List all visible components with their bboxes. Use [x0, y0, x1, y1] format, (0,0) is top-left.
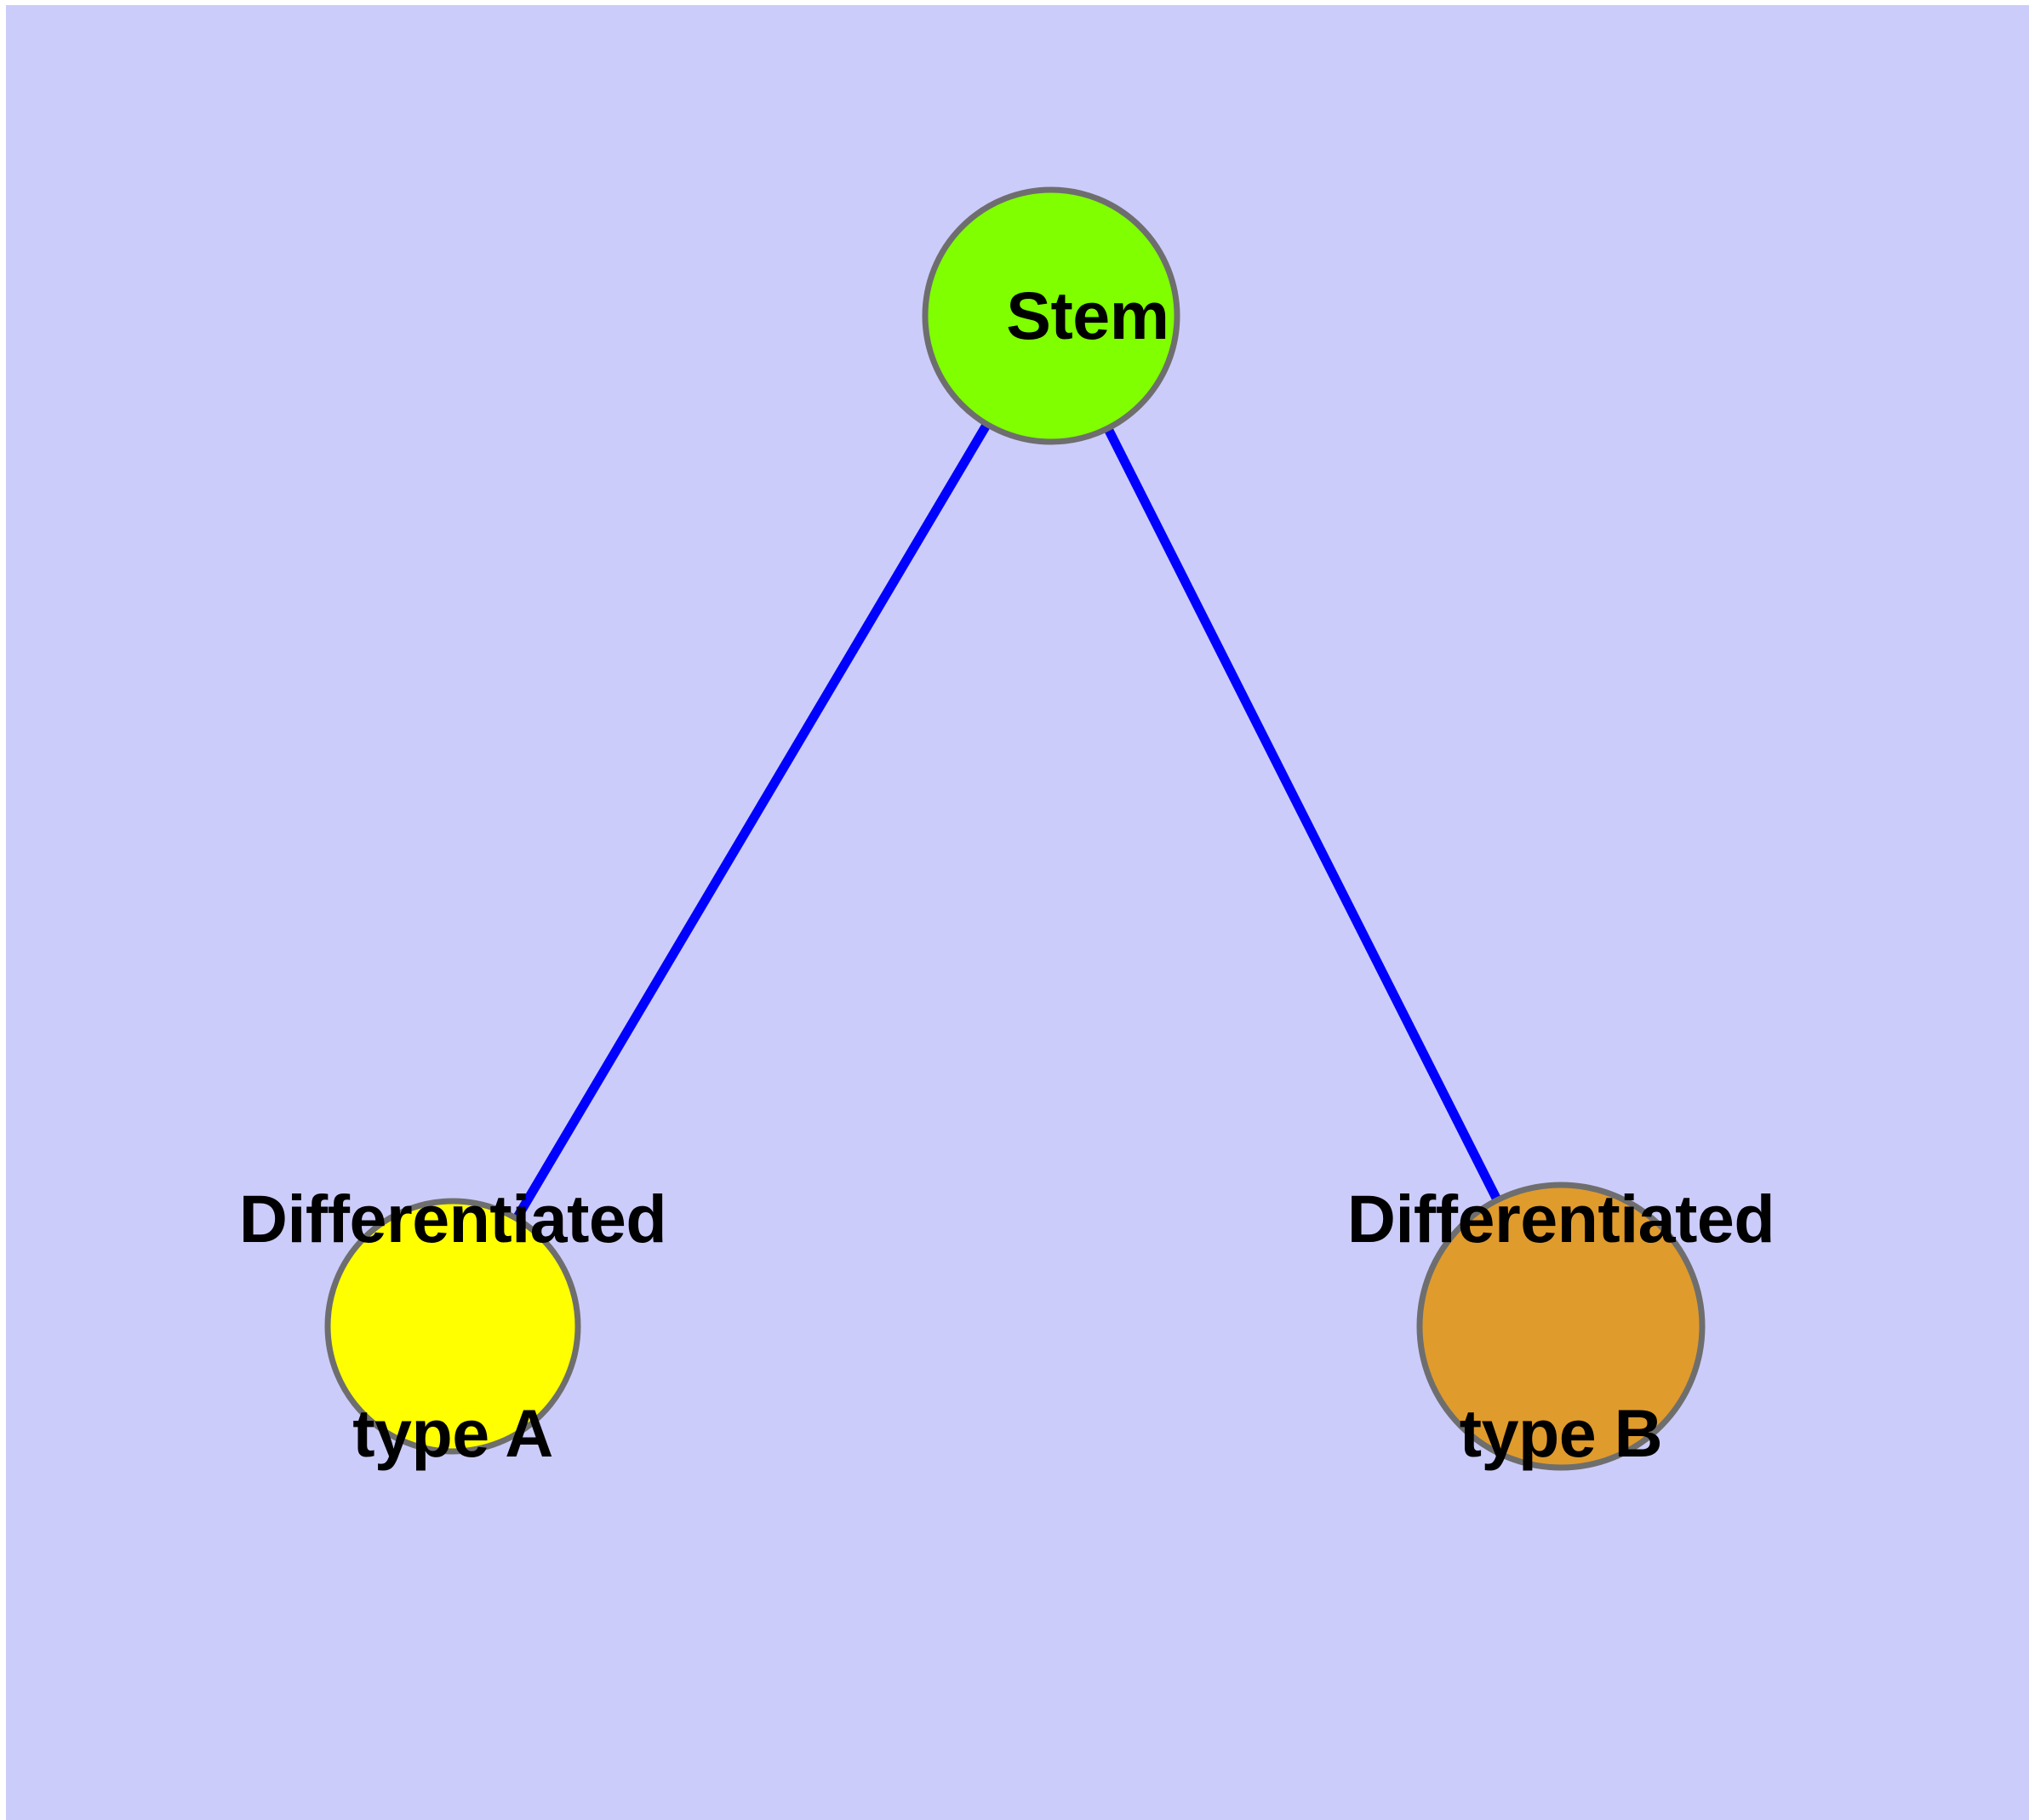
node-stem[interactable] — [922, 186, 1180, 445]
node-diff-b[interactable] — [1416, 1182, 1706, 1471]
node-layer — [324, 186, 1706, 1471]
edge-stem-to-diff-b[interactable] — [1047, 313, 1565, 1329]
node-diff-a[interactable] — [324, 1198, 581, 1455]
edge-stem-to-diff-a[interactable] — [449, 313, 1055, 1329]
edge-layer — [449, 313, 1565, 1329]
